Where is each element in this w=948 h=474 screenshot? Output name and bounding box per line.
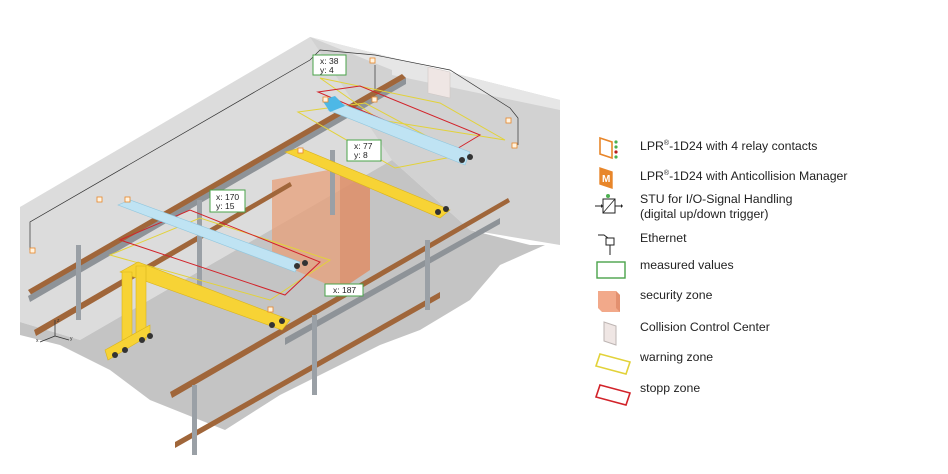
legend-label: Collision Control Center [640, 320, 770, 334]
legend-label: STU for I/O-Signal Handling(digital up/d… [640, 192, 793, 221]
collision-control-center [427, 66, 451, 99]
legend-item-warning-zone: warning zone [594, 350, 713, 376]
axis-y-label: y [70, 336, 73, 342]
legend-item-lpr-relay: LPR®-1D24 with 4 relay contacts [594, 136, 817, 162]
legend-label: LPR®-1D24 with 4 relay contacts [640, 139, 818, 154]
ethernet-cabling [29, 49, 519, 250]
measured-x: x: 187 [333, 285, 356, 295]
security-zone-icon [598, 291, 620, 312]
stu-icon [595, 194, 623, 214]
legend-item-collision-control-center: Collision Control Center [594, 320, 770, 346]
measured-value-box-3: x: 170 y: 15 [209, 189, 246, 213]
legend-item-stopp-zone: stopp zone [594, 381, 700, 407]
measured-y: y: 8 [354, 150, 368, 160]
legend-label: Ethernet [640, 231, 687, 245]
measured-y: y: 15 [216, 201, 235, 211]
collision-control-center-icon [603, 321, 617, 346]
support-pillars [76, 150, 430, 455]
legend-label: security zone [640, 288, 713, 302]
legend-item-lpr-anticollision: M LPR®-1D24 with Anticollision Manager [594, 166, 848, 192]
measured-value-box-1: x: 38 y: 4 [312, 54, 347, 76]
ethernet-icon [598, 234, 615, 255]
yellow-gantry-crane [104, 261, 291, 361]
floor [20, 160, 545, 430]
legend-label: measured values [640, 258, 734, 272]
measured-value-box-2: x: 77 y: 8 [346, 139, 382, 162]
legend-label: LPR®-1D24 with Anticollision Manager [640, 169, 848, 184]
measured-x: x: 77 [354, 141, 373, 151]
axis-z-label: z [57, 318, 60, 324]
measured-value-box-4: x: 187 [324, 283, 364, 297]
crane-hall-diagram: x: 38 y: 4 x: 77 y: 8 x: 170 y: 15 x: 18… [20, 37, 560, 455]
legend-item-stu: STU for I/O-Signal Handling(digital up/d… [594, 192, 792, 222]
axis-x-label: x [36, 338, 39, 344]
lpr-sensors [29, 57, 518, 313]
legend-label: stopp zone [640, 381, 701, 395]
warning-zone-icon [594, 353, 632, 375]
legend-label: warning zone [640, 350, 714, 364]
measured-values-icon [596, 261, 626, 279]
stopp-zone-icon [594, 384, 632, 406]
axis-indicator: z x y [36, 318, 73, 344]
lpr-anticollision-icon: M [599, 167, 613, 189]
measured-y: y: 4 [320, 65, 334, 75]
measured-x: x: 170 [216, 192, 239, 202]
legend-item-measured-values: measured values [594, 258, 734, 284]
svg-text:M: M [602, 174, 610, 185]
yellow-overhead-crane [284, 147, 451, 219]
lpr-relay-icon [599, 136, 618, 160]
legend-item-security-zone: security zone [594, 288, 712, 314]
measured-x: x: 38 [320, 56, 339, 66]
legend-item-ethernet: Ethernet [594, 231, 687, 257]
security-zone-box [272, 168, 370, 290]
